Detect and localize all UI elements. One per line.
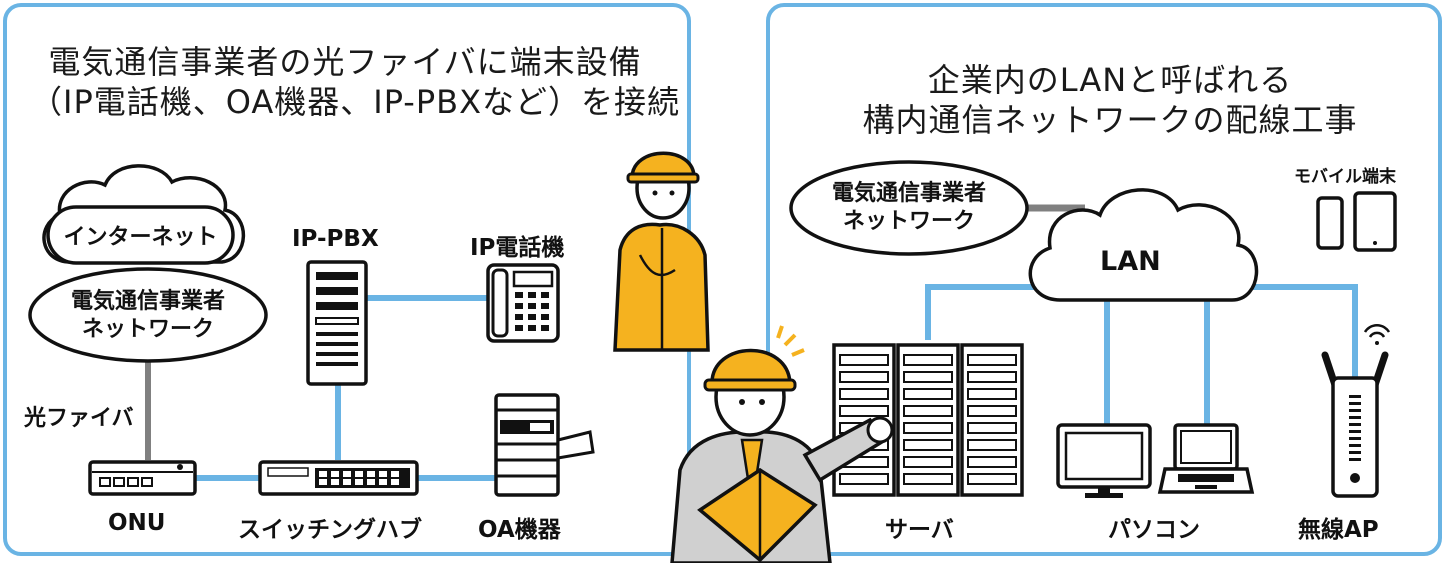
worker-pointing-illustration [670, 325, 894, 563]
switch-hub-icon [258, 460, 419, 496]
lan-label: LAN [1100, 246, 1161, 277]
internet-label: インターネット [63, 225, 218, 250]
right-title: 企業内のLANと呼ばれる 構内通信ネットワークの配線工事 [820, 60, 1400, 140]
wireless-ap-icon [1321, 323, 1391, 498]
server-label: サーバ [885, 517, 954, 543]
carrier-label-left-line2: ネットワーク [81, 316, 214, 342]
ip-phone-label: IP電話機 [470, 235, 565, 261]
desktop-pc-icon [1056, 423, 1152, 498]
onu-label: ONU [108, 510, 166, 536]
carrier-label-left-line1: 電気通信事業者 [70, 289, 225, 314]
worker-standing-illustration [613, 151, 710, 352]
carrier-label-right-line1: 電気通信事業者 [831, 181, 986, 206]
left-wires [145, 295, 498, 481]
right-title-line2: 構内通信ネットワークの配線工事 [862, 101, 1358, 139]
internet-bubble [46, 205, 235, 265]
ip-pbx-icon [306, 260, 368, 386]
fiber-label: 光ファイバ [24, 406, 134, 431]
lan-ap-wire [1238, 284, 1358, 380]
pc-label: パソコン [1108, 517, 1200, 543]
left-title: 電気通信事業者の光ファイバに端末設備 （IP電話機、OA機器、IP-PBXなど）… [30, 42, 681, 122]
left-title-line2: （IP電話機、OA機器、IP-PBXなど）を接続 [30, 83, 681, 121]
wifi-signal-icon [1363, 323, 1391, 333]
ip-pbx-label: IP-PBX [292, 226, 379, 252]
right-wires [925, 204, 1358, 425]
ip-phone-icon [486, 263, 560, 343]
left-title-line1: 電気通信事業者の光ファイバに端末設備 [48, 43, 642, 81]
carrier-bubble-right [789, 160, 1029, 256]
switch-hub-label: スイッチングハブ [238, 517, 422, 543]
right-title-line1: 企業内のLANと呼ばれる [927, 61, 1293, 99]
oa-label: OA機器 [478, 517, 561, 543]
onu-icon [88, 460, 197, 496]
lan-server-wire [925, 284, 1040, 340]
carrier-label-right: 電気通信事業者 ネットワーク [791, 180, 1027, 235]
carrier-label-right-line2: ネットワーク [842, 208, 975, 234]
carrier-bubble-left [28, 267, 268, 363]
carrier-label-left: 電気通信事業者 ネットワーク [30, 288, 266, 343]
laptop-icon [1157, 423, 1255, 494]
server-racks-icon [832, 343, 1024, 497]
lan-cloud-icon [1028, 188, 1259, 302]
ap-label: 無線AP [1298, 517, 1379, 543]
folder-icon [697, 467, 818, 563]
mobile-label: モバイル端末 [1294, 167, 1396, 187]
mobile-devices-icon [1316, 191, 1397, 252]
oa-machine-icon [494, 393, 595, 497]
